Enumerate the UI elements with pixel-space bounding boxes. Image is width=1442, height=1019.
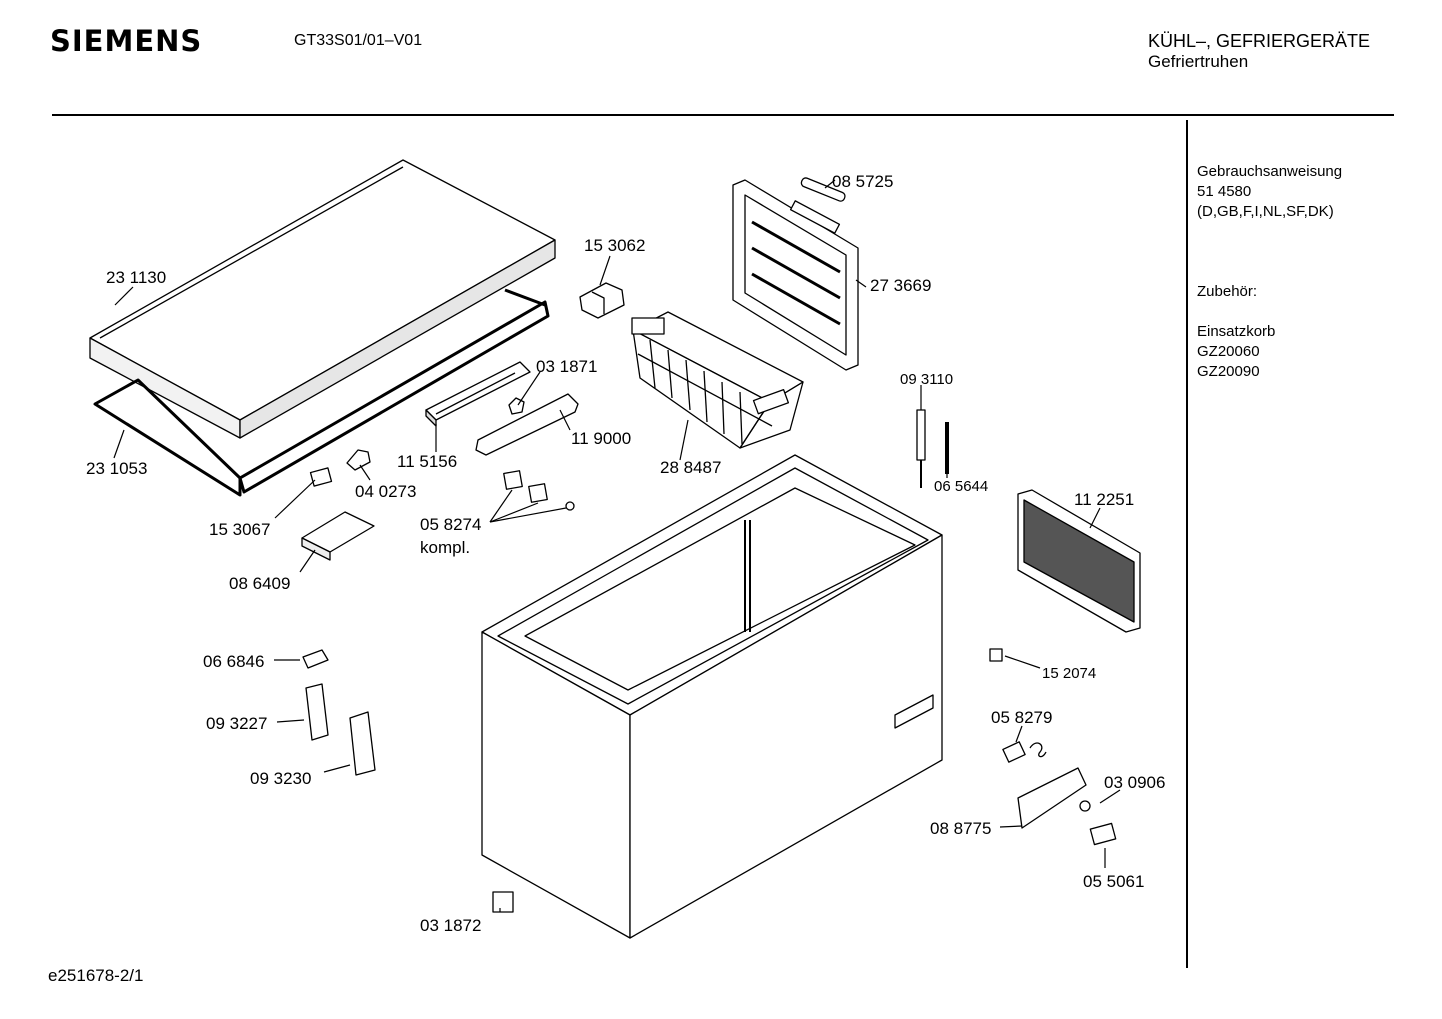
manual-number: 51 4580 — [1197, 183, 1252, 200]
model-number: GT33S01/01–V01 — [294, 32, 423, 49]
part-label: 08 8775 — [930, 819, 991, 838]
part-label: 23 1130 — [106, 268, 166, 287]
part-label: 28 8487 — [660, 458, 721, 477]
hinge-assembly[interactable] — [349, 711, 376, 776]
connector-plug[interactable] — [989, 648, 1003, 662]
drawing-id: e251678‑2/1 — [48, 966, 144, 985]
hinge-clip[interactable] — [302, 649, 329, 669]
hinge-plate[interactable] — [305, 683, 329, 741]
accessory-name: Einsatzkorb — [1197, 323, 1276, 340]
part-label: 11 2251 — [1074, 490, 1134, 509]
freezer-lid[interactable] — [89, 159, 556, 439]
condenser-grille[interactable] — [1017, 489, 1141, 633]
thermostat[interactable] — [1002, 741, 1047, 763]
part-label: 04 0273 — [355, 482, 416, 501]
accessory-code: GZ20090 — [1197, 363, 1260, 380]
part-label: 27 3669 — [870, 276, 931, 295]
part-label: 03 1871 — [536, 357, 597, 376]
part-label: 11 9000 — [571, 429, 631, 448]
part-label: 09 3227 — [206, 714, 267, 733]
part-label: kompl. — [420, 538, 470, 557]
control-panel[interactable] — [1017, 767, 1087, 829]
part-label: 06 6846 — [203, 652, 264, 671]
part-label: 05 8279 — [991, 708, 1052, 727]
part-label: 09 3110 — [900, 371, 953, 388]
part-label: 06 5644 — [934, 478, 988, 495]
lock-set[interactable] — [503, 470, 575, 511]
part-label: 05 5061 — [1083, 872, 1144, 891]
part-label: 11 5156 — [397, 452, 457, 471]
lamp-bulb[interactable] — [346, 449, 371, 471]
part-label: 05 8274 — [420, 515, 481, 534]
part-label: 08 6409 — [229, 574, 290, 593]
accessories-title: Zubehör: — [1197, 283, 1258, 300]
part-label: 03 1872 — [420, 916, 481, 935]
sensor-tube[interactable] — [916, 409, 926, 488]
handle-base[interactable] — [425, 361, 531, 427]
handle-grip[interactable] — [475, 393, 579, 456]
part-label: 15 3067 — [209, 520, 270, 539]
lamp-socket[interactable] — [309, 467, 333, 487]
lamp-tube[interactable] — [800, 177, 846, 203]
cabinet-foot[interactable] — [492, 891, 514, 913]
part-label: 03 0906 — [1104, 773, 1165, 792]
evaporator-panel[interactable] — [732, 179, 859, 371]
switch-module[interactable] — [1089, 822, 1117, 846]
hinge-cover[interactable] — [579, 282, 625, 319]
part-label: 15 3062 — [584, 236, 645, 255]
lamp-housing[interactable] — [301, 511, 375, 561]
brand-logo: SIEMENS — [50, 24, 203, 58]
storage-basket[interactable] — [631, 311, 804, 449]
subcategory-title: Gefriertruhen — [1148, 52, 1249, 71]
part-label: 23 1053 — [86, 459, 147, 478]
freezer-cabinet — [481, 454, 943, 939]
accessory-code: GZ20060 — [1197, 343, 1260, 360]
manual-title: Gebrauchsanweisung — [1197, 163, 1343, 180]
manual-languages: (D,GB,F,I,NL,SF,DK) — [1197, 203, 1334, 220]
category-title: KÜHL–, GEFRIERGERÄTE — [1148, 31, 1371, 51]
part-label: 15 2074 — [1042, 665, 1096, 682]
part-label: 09 3230 — [250, 769, 311, 788]
control-knob[interactable] — [1079, 800, 1091, 812]
part-label: 08 5725 — [832, 172, 893, 191]
header-divider — [52, 114, 1394, 116]
lid-gasket[interactable] — [93, 288, 550, 497]
sidebar-divider — [1186, 120, 1188, 968]
